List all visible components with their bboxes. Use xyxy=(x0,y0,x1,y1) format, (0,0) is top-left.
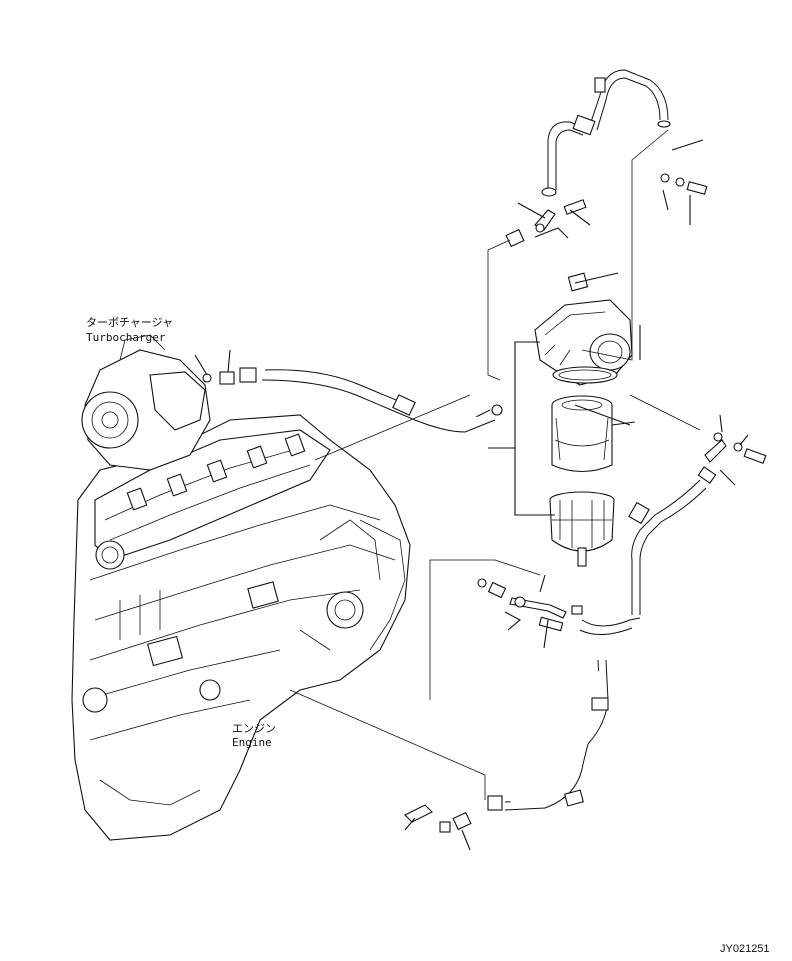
upper-fuel-hose xyxy=(541,69,671,197)
leader-lines xyxy=(194,129,749,851)
drawing-code: JY021251 xyxy=(720,943,770,955)
turbocharger-illustration xyxy=(81,334,211,471)
injector-row xyxy=(126,433,306,511)
turbocharger-label-en: Turbocharger xyxy=(86,331,166,344)
hose-to-turbo xyxy=(239,367,503,433)
engine-label-en: Engine xyxy=(232,736,272,749)
engine-label-jp: エンジン xyxy=(232,722,276,735)
fuel-filter-element xyxy=(551,395,613,473)
fuel-filter-head xyxy=(534,272,633,386)
upper-fittings xyxy=(202,173,767,464)
engine-illustration xyxy=(71,414,411,841)
turbocharger-label-jp: ターボチャージャ xyxy=(86,316,173,329)
right-fuel-hose xyxy=(579,439,727,635)
lower-fittings xyxy=(477,578,583,632)
fuel-filter-bowl xyxy=(549,491,615,567)
lower-fuel-hose xyxy=(404,659,609,833)
